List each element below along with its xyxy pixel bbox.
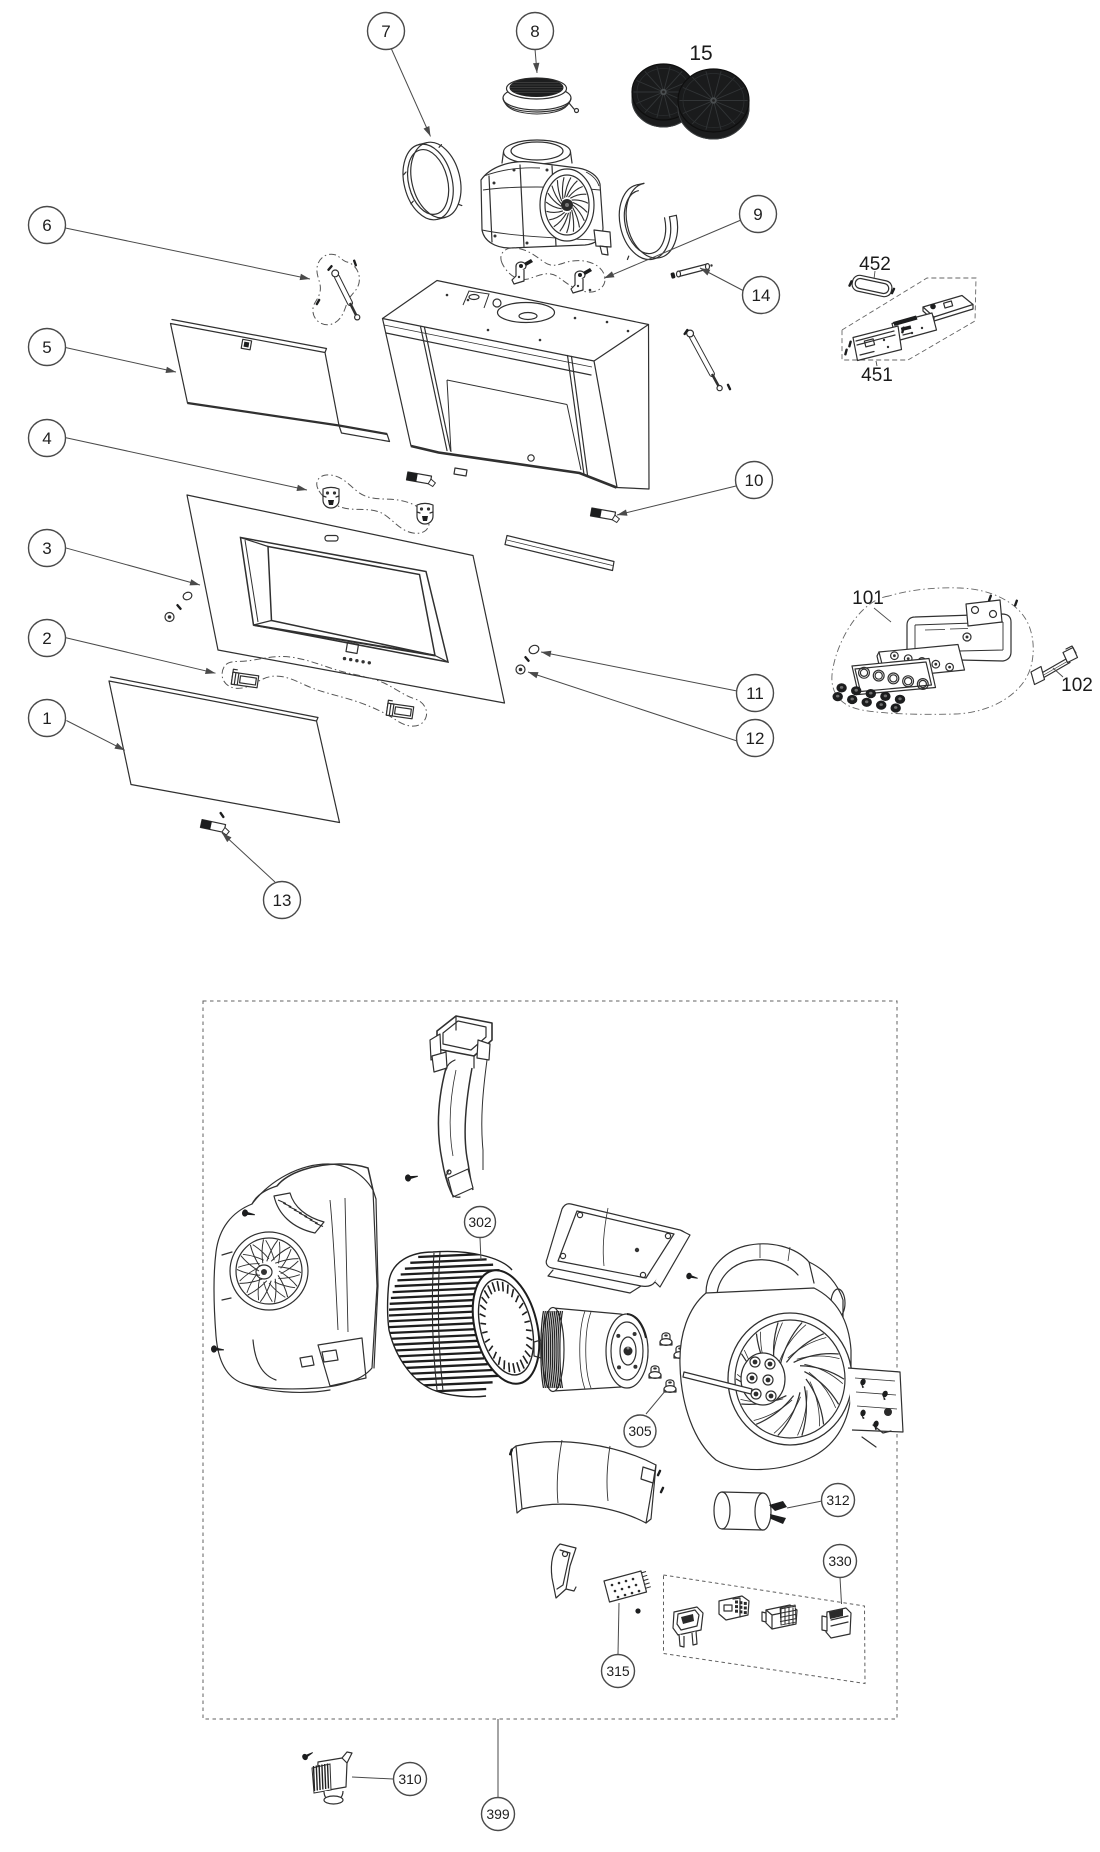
svg-text:310: 310 — [398, 1771, 422, 1787]
svg-text:8: 8 — [530, 22, 539, 41]
svg-text:14: 14 — [752, 286, 771, 305]
svg-text:452: 452 — [859, 254, 891, 275]
svg-text:7: 7 — [381, 22, 390, 41]
svg-text:12: 12 — [746, 729, 765, 748]
svg-text:399: 399 — [486, 1806, 510, 1822]
svg-text:1: 1 — [42, 709, 51, 728]
svg-text:101: 101 — [852, 588, 884, 609]
svg-text:451: 451 — [861, 365, 893, 386]
svg-text:11: 11 — [746, 684, 764, 703]
svg-text:9: 9 — [753, 205, 762, 224]
svg-text:10: 10 — [745, 471, 764, 490]
svg-text:305: 305 — [628, 1423, 652, 1439]
svg-text:302: 302 — [468, 1214, 492, 1230]
svg-text:6: 6 — [42, 216, 51, 235]
svg-text:102: 102 — [1061, 675, 1093, 696]
svg-text:312: 312 — [826, 1492, 850, 1508]
svg-text:315: 315 — [606, 1663, 630, 1679]
svg-text:3: 3 — [42, 539, 51, 558]
svg-text:5: 5 — [42, 338, 51, 357]
svg-text:2: 2 — [42, 629, 51, 648]
svg-text:13: 13 — [273, 891, 292, 910]
svg-text:330: 330 — [828, 1553, 852, 1569]
svg-text:15: 15 — [689, 42, 712, 65]
svg-text:4: 4 — [42, 429, 51, 448]
